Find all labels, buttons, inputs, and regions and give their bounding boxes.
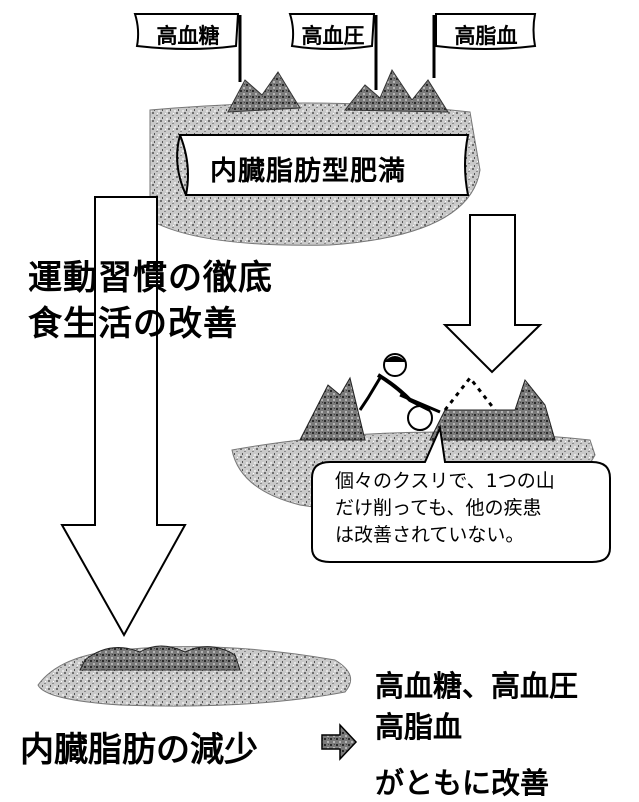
- fat-reduction-label: 内臓脂肪の減少: [20, 730, 258, 770]
- result-line-1: 高血糖、高血圧: [375, 669, 579, 703]
- lifestyle-line-2: 食生活の改善: [28, 304, 238, 344]
- callout-bubble: [311, 424, 611, 563]
- result-line-2: 高脂血: [375, 710, 463, 744]
- callout-line-3: は改善されていない。: [335, 524, 525, 546]
- flattened-fat-slab: [37, 645, 352, 707]
- flag-label-blood-sugar: 高血糖: [156, 24, 220, 48]
- callout-line-2: だけ削っても、他の疾患: [335, 497, 542, 519]
- big-down-arrow: [60, 196, 187, 638]
- flag-label-blood-lipid: 高脂血: [454, 24, 518, 48]
- flag-poles: [238, 15, 436, 90]
- result-line-3: がともに改善: [375, 766, 550, 800]
- result-pointer-arrow: [321, 723, 358, 761]
- callout-line-1: 個々のクスリで、1つの山: [335, 470, 555, 492]
- cyclist-illustration: [358, 353, 441, 431]
- obesity-banner-text: 内臓脂肪型肥満: [210, 156, 406, 187]
- right-down-arrow: [442, 214, 543, 374]
- flag-label-blood-pressure: 高血圧: [301, 24, 365, 48]
- lifestyle-line-1: 運動習慣の徹底: [28, 258, 273, 298]
- flag-shapes: [133, 13, 537, 50]
- obesity-banner-scroll: [176, 134, 470, 196]
